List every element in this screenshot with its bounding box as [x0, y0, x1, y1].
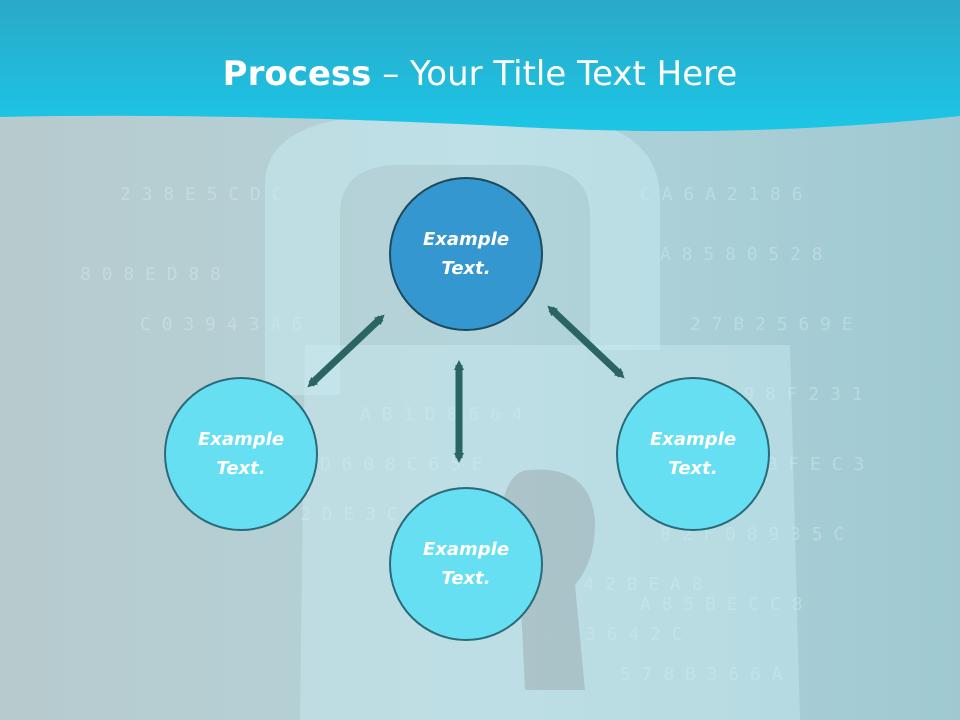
- node-right: Example Text.: [616, 377, 770, 531]
- svg-text:8 0 8 E D 8 8: 8 0 8 E D 8 8: [80, 264, 221, 285]
- node-bottom-line2: Text.: [441, 568, 491, 589]
- arrow-top-right: [547, 305, 625, 379]
- title-dash: –: [371, 54, 411, 94]
- node-right-line1: Example: [649, 429, 737, 450]
- node-top: Example Text.: [389, 177, 543, 331]
- header-band: [0, 0, 960, 132]
- svg-text:C A 6 A 2 1 8 6: C A 6 A 2 1 8 6: [640, 184, 803, 205]
- node-left-line2: Text.: [216, 458, 266, 479]
- node-bottom-line1: Example: [422, 539, 510, 560]
- node-top-line2: Text.: [441, 258, 491, 279]
- node-right-line2: Text.: [668, 458, 718, 479]
- arrow-top-left: [307, 314, 385, 388]
- digital-pattern: 2 3 8 E 5 C D C 8 0 8 E D 8 8 C 0 3 9 4 …: [80, 184, 864, 685]
- slide-title: Process – Your Title Text Here: [0, 52, 960, 96]
- svg-text:2 3 8 E 5 C D C: 2 3 8 E 5 C D C: [120, 184, 283, 205]
- svg-text:A 8 5 B E C C 8: A 8 5 B E C C 8: [640, 594, 803, 615]
- node-bottom: Example Text.: [389, 487, 543, 641]
- svg-text:D 6 0 8 C 6 5 E: D 6 0 8 C 6 5 E: [320, 454, 483, 475]
- title-rest: Your Title Text Here: [410, 54, 738, 94]
- title-bold: Process: [222, 54, 372, 94]
- svg-text:A 8 5 8 0 5 2 8: A 8 5 8 0 5 2 8: [660, 244, 823, 265]
- node-left-line1: Example: [197, 429, 285, 450]
- svg-text:A B 1 D 8 6 6 4: A B 1 D 8 6 6 4: [360, 404, 523, 425]
- svg-text:2 7 B 2 5 6 9 E: 2 7 B 2 5 6 9 E: [690, 314, 853, 335]
- node-left: Example Text.: [164, 377, 318, 531]
- svg-text:5 7 8 B 3 6 6 A: 5 7 8 B 3 6 6 A: [620, 664, 783, 685]
- svg-text:C A 4 2 B E A 8: C A 4 2 B E A 8: [540, 574, 703, 595]
- svg-text:C 0 3 9 4 3 A 6: C 0 3 9 4 3 A 6: [140, 314, 303, 335]
- node-top-line1: Example: [422, 229, 510, 250]
